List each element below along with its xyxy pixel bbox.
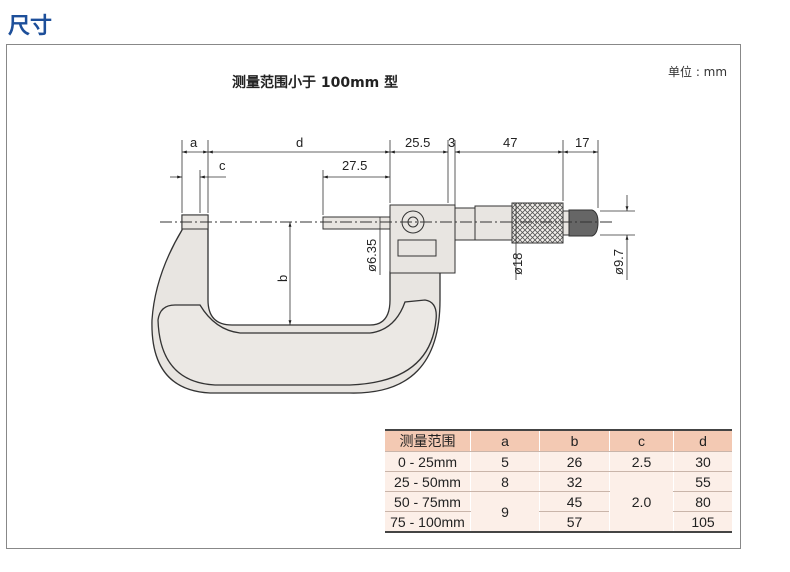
header-c: c <box>609 430 674 452</box>
table-row: 25 - 50mm 8 32 2.0 55 <box>385 471 732 533</box>
dimension-table: 测量范围 a b c d 0 - 25mm 5 26 2.5 30 25 - 5… <box>385 429 732 533</box>
dim-47: 47 <box>503 135 517 150</box>
dim-d: d <box>296 135 303 150</box>
cell-c: 2.5 <box>609 451 674 472</box>
dim-c: c <box>219 158 226 173</box>
drawing-subtitle: 测量范围小于 100mm 型 <box>232 75 399 91</box>
cell-a: 5 <box>470 451 540 472</box>
cell-b: 26 <box>539 451 610 472</box>
unit-label: 单位 : mm <box>668 65 728 79</box>
dim-25-5: 25.5 <box>405 135 430 150</box>
table-row: 50 - 75mm 9 45 80 <box>385 491 732 533</box>
cell-range: 0 - 25mm <box>385 451 471 472</box>
dim-a: a <box>190 135 198 150</box>
header-b: b <box>539 430 610 452</box>
cell-a: 9 <box>470 491 540 533</box>
dim-3: 3 <box>448 135 455 150</box>
header-d: d <box>673 430 732 452</box>
cell-d: 80 <box>673 491 732 512</box>
cell-d: 30 <box>673 451 732 472</box>
cell-c: 2.0 <box>609 471 674 533</box>
dim-dia-18: ø18 <box>510 253 525 275</box>
section-title: 尺寸 <box>8 14 53 39</box>
drawing-frame <box>6 44 741 549</box>
header-a: a <box>470 430 540 452</box>
cell-d: 55 <box>673 471 732 492</box>
micrometer-frame <box>151 214 441 394</box>
cell-range: 75 - 100mm <box>385 511 471 533</box>
cell-b: 57 <box>539 511 610 533</box>
header-range: 测量范围 <box>385 430 471 452</box>
table-row: 0 - 25mm 5 26 2.5 30 <box>385 451 732 472</box>
dim-17: 17 <box>575 135 589 150</box>
cell-range: 50 - 75mm <box>385 491 471 512</box>
cell-a: 8 <box>470 471 540 492</box>
sleeve-block <box>389 202 599 274</box>
dim-dia-6-35: ø6.35 <box>364 239 379 272</box>
cell-b: 32 <box>539 471 610 492</box>
cell-d: 105 <box>673 511 732 533</box>
cell-range: 25 - 50mm <box>385 471 471 492</box>
dim-27-5: 27.5 <box>342 158 367 173</box>
table-row: 75 - 100mm 57 105 <box>385 511 732 533</box>
dimension-lines <box>170 140 635 325</box>
cell-b: 45 <box>539 491 610 512</box>
dim-dia-9-7: ø9.7 <box>611 249 626 275</box>
table-header: 测量范围 a b c d <box>385 430 732 452</box>
dim-b: b <box>275 275 290 282</box>
